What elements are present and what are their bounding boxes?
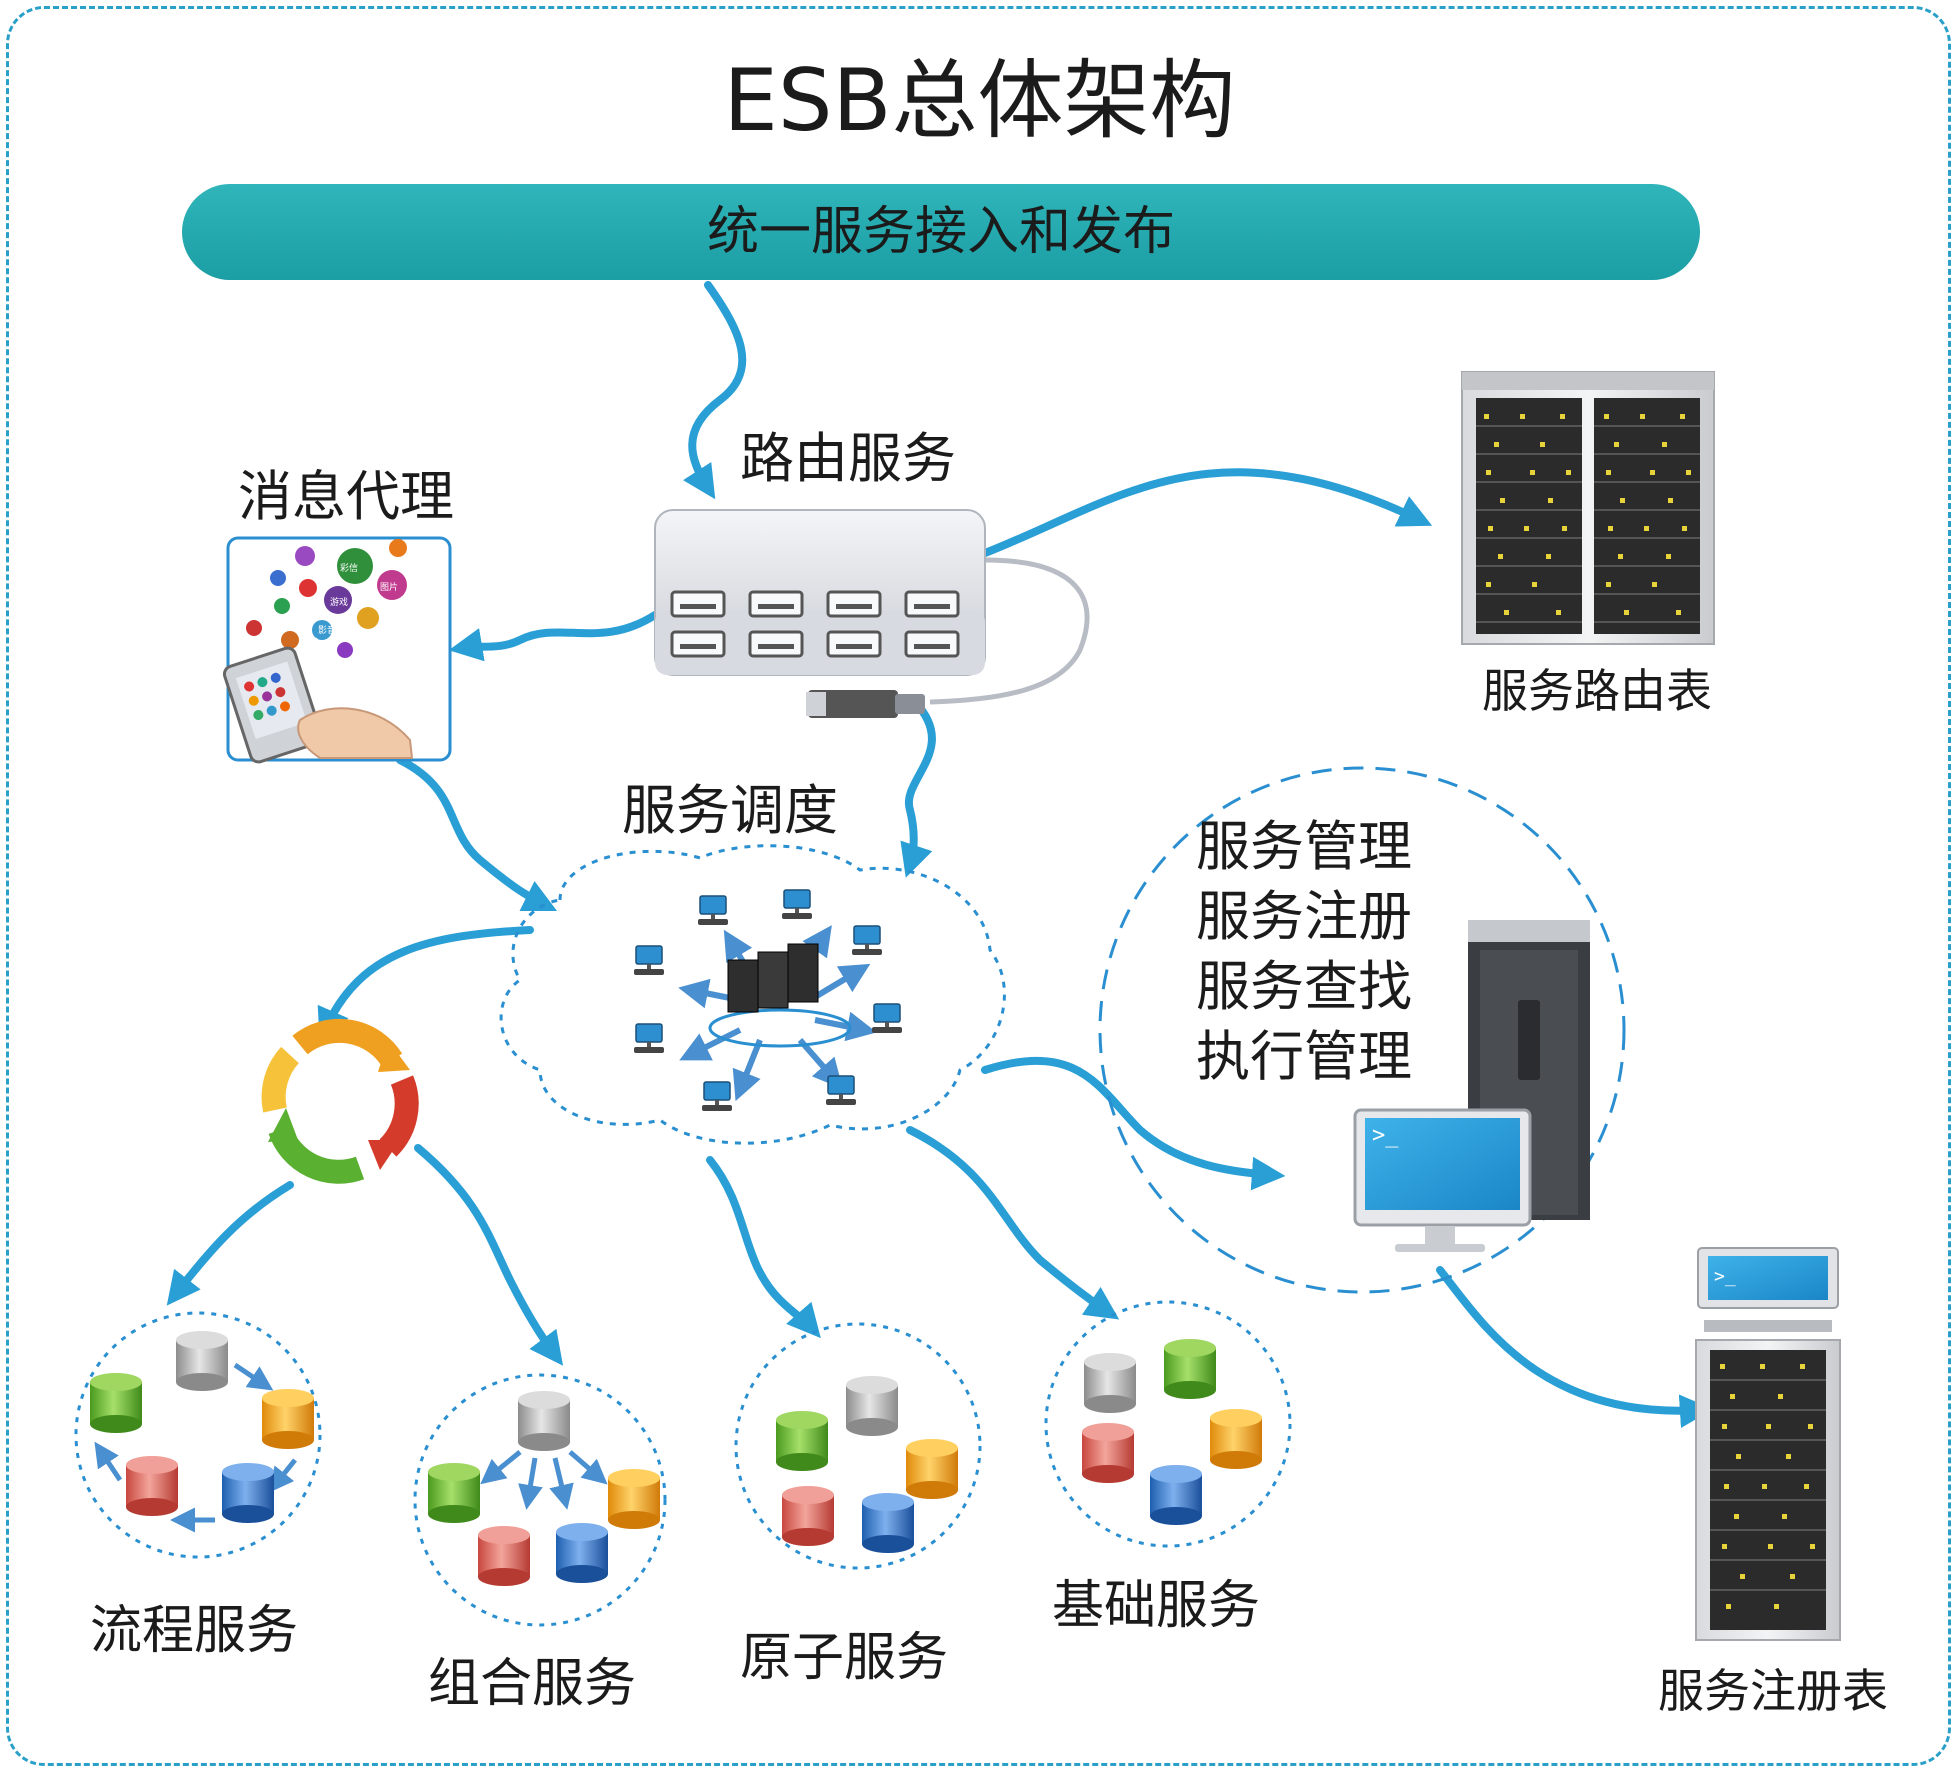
- routing-table-label: 服务路由表: [1482, 664, 1712, 718]
- arrow-routing-to-broker: [448, 611, 659, 662]
- banner-label: 统一服务接入和发布: [706, 202, 1175, 262]
- basic-service-label: 基础服务: [1052, 1576, 1261, 1636]
- composite-service-cluster: [413, 1373, 667, 1627]
- mgmt-item: 服务注册: [1196, 885, 1412, 948]
- access-publish-banner: 统一服务接入和发布: [182, 184, 1700, 280]
- message-broker-label: 消息代理: [238, 465, 454, 528]
- db-green-icon: [90, 1373, 142, 1433]
- composite-service-label: 组合服务: [428, 1654, 637, 1714]
- db-gray-icon: [176, 1331, 228, 1391]
- atomic-service-cluster: [734, 1322, 982, 1570]
- arrow-cycle-to-process: [166, 1181, 294, 1306]
- dashed-frame: [6, 6, 1951, 1766]
- arrow-banner-to-routing: [682, 281, 747, 500]
- registry-server-icon: >_: [1695, 1247, 1841, 1641]
- bubble-caption: 游戏: [330, 596, 348, 608]
- management-circle: >_: [1098, 766, 1626, 1294]
- message-broker-phone-icon: [222, 536, 452, 764]
- arrow-routing-to-table: [981, 468, 1433, 557]
- management-functions: 服务管理 服务注册 服务查找 执行管理: [1196, 812, 1412, 1092]
- bubble-caption: 彩信: [340, 562, 358, 574]
- registry-table-label: 服务注册表: [1658, 1664, 1888, 1718]
- process-service-label: 流程服务: [90, 1601, 299, 1661]
- db-blue-icon: [222, 1463, 274, 1523]
- routing-table-server-icon: [1461, 371, 1715, 645]
- arrow-usb-to-scheduling: [900, 698, 936, 878]
- svg-text:>_: >_: [1714, 1266, 1736, 1287]
- basic-service-cluster: [1044, 1300, 1292, 1548]
- routing-hub-icon: [654, 509, 1090, 718]
- mgmt-item: 服务管理: [1196, 815, 1412, 878]
- process-service-cluster: [74, 1311, 322, 1559]
- scheduling-cloud: [499, 844, 1006, 1145]
- arrow-scheduling-to-management: [981, 1056, 1286, 1191]
- arrow-cycle-to-composite: [414, 1144, 564, 1366]
- svg-text:>_: >_: [1372, 1123, 1399, 1148]
- atomic-service-label: 原子服务: [740, 1628, 949, 1688]
- bubble-caption: 上网: [300, 637, 318, 648]
- arrow-broker-to-scheduling: [396, 756, 558, 912]
- diagram-title: ESB总体架构: [723, 51, 1236, 151]
- arrow-scheduling-to-basic: [906, 1126, 1120, 1320]
- db-red-icon: [126, 1456, 178, 1516]
- bubble-caption: 新闻: [252, 573, 270, 585]
- db-orange-icon: [262, 1389, 314, 1449]
- mgmt-item: 执行管理: [1196, 1025, 1412, 1088]
- mgmt-item: 服务查找: [1196, 955, 1412, 1018]
- cycle-arrowheads: [268, 1040, 410, 1170]
- arrow-scheduling-to-cycle: [317, 926, 534, 1043]
- scheduling-label: 服务调度: [622, 779, 838, 842]
- routing-service-label: 路由服务: [740, 427, 956, 490]
- arrow-scheduling-to-atomic: [706, 1156, 821, 1339]
- arrow-management-to-registry: [1436, 1266, 1714, 1429]
- bubble-caption: 图片: [380, 581, 398, 593]
- bubble-caption: 影音: [318, 624, 336, 636]
